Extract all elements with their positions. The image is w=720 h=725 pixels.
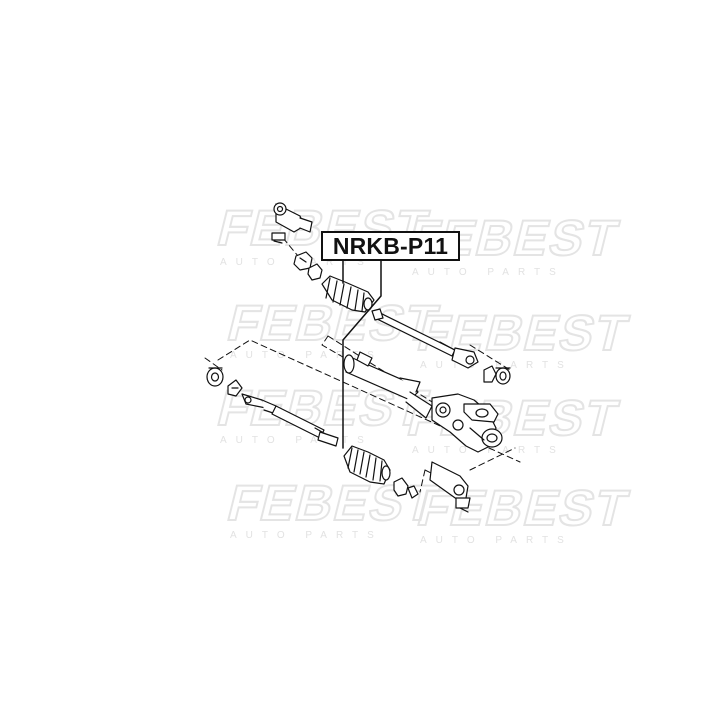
watermark-subtitle-1: AUTO PARTS bbox=[220, 257, 373, 268]
watermark-subtitle-7: AUTO PARTS bbox=[230, 530, 383, 541]
lower-bellows-boot bbox=[343, 445, 391, 485]
upper-boot-clamp bbox=[307, 263, 323, 281]
left-lock-washer bbox=[227, 379, 243, 397]
watermark-subtitle-3: AUTO PARTS bbox=[230, 350, 383, 361]
upper-tie-rod-end bbox=[271, 202, 313, 244]
watermark-7: FEBEST bbox=[221, 474, 446, 532]
drawing-layer bbox=[204, 202, 521, 513]
watermark-subtitle-5: AUTO PARTS bbox=[220, 435, 373, 446]
upper-bellows-boot bbox=[321, 275, 375, 313]
part-number-label: NRKB-P11 bbox=[321, 231, 460, 261]
rack-housing bbox=[343, 351, 433, 419]
lower-inner-tie-rod bbox=[241, 393, 339, 447]
steering-gear-box bbox=[431, 393, 503, 453]
watermark-brand-text: FEBEST bbox=[222, 475, 445, 531]
watermark-subtitle-8: AUTO PARTS bbox=[420, 535, 573, 546]
upper-inner-tie-rod bbox=[371, 308, 479, 369]
left-snap-ring bbox=[206, 367, 224, 387]
watermark-subtitle-6: AUTO PARTS bbox=[412, 445, 565, 456]
watermark-brand-text: FEBEST bbox=[222, 295, 445, 351]
watermark-subtitle-2: AUTO PARTS bbox=[412, 267, 565, 278]
watermark-layer: FEBEST FEBEST FEBEST FEBEST FEBEST FEBES… bbox=[211, 199, 636, 537]
right-washer-clip bbox=[483, 365, 511, 385]
lower-boot-clamp bbox=[393, 477, 419, 499]
watermark-3: FEBEST bbox=[221, 294, 446, 352]
lower-tie-rod-end bbox=[429, 461, 471, 513]
part-leader-lines bbox=[342, 260, 382, 449]
